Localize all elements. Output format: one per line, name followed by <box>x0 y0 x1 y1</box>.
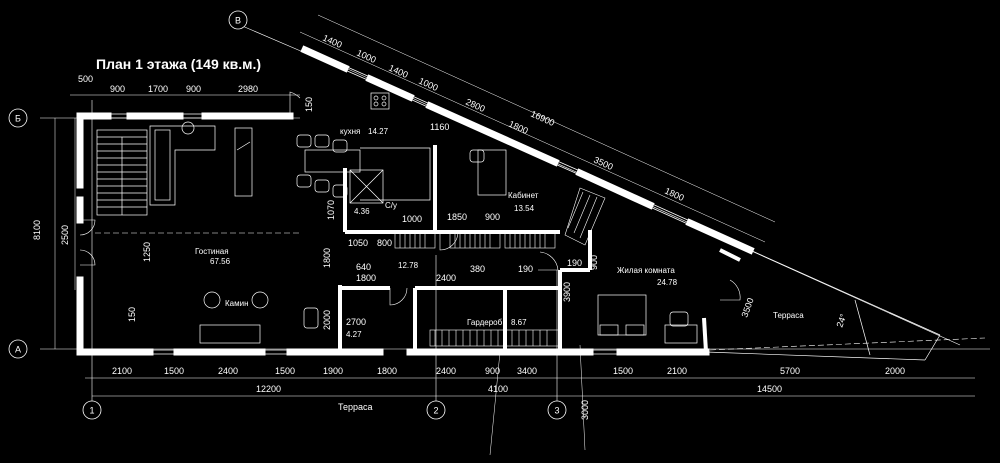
dim-text: 3400 <box>517 366 537 376</box>
room-small-area: 4.27 <box>346 330 362 339</box>
dim-text: 2700 <box>346 317 366 327</box>
dim-text: 16900 <box>529 109 556 128</box>
fireplace-label: Камин <box>225 299 249 308</box>
axis-label-a: А <box>15 345 21 355</box>
dim-text: 3500 <box>739 296 755 318</box>
room-kitchen-area: 14.27 <box>368 127 389 136</box>
axis-bubble-1 <box>82 400 102 420</box>
dim-text: 2000 <box>322 310 332 330</box>
room-living-area: 67.56 <box>210 257 231 266</box>
dim-text: 1500 <box>613 366 633 376</box>
dim-text: 2100 <box>112 366 132 376</box>
dim-text: 1800 <box>377 366 397 376</box>
dim-text: 800 <box>377 238 392 248</box>
axis-bubble-3 <box>547 400 567 420</box>
room-bedroom-area: 24.78 <box>657 278 678 287</box>
doors <box>79 91 741 306</box>
dim-text: 1700 <box>148 84 168 94</box>
windows <box>108 65 691 355</box>
dim-text: 150 <box>304 97 314 112</box>
axis-bubble-2 <box>426 400 446 420</box>
dim-text: 1800 <box>356 273 376 283</box>
room-bath-name: С/у <box>385 201 397 210</box>
dim-text: 900 <box>186 84 201 94</box>
room-cabinet-name: Кабинет <box>508 191 539 200</box>
axis-lines <box>40 24 990 405</box>
dim-text: 1850 <box>447 212 467 222</box>
room-wardrobe-area: 8.67 <box>511 318 527 327</box>
interior-walls <box>338 145 741 353</box>
dim-text: 2500 <box>60 225 70 245</box>
dim-text: 14500 <box>757 384 782 394</box>
dim-text: 4100 <box>488 384 508 394</box>
axis-label-1: 1 <box>89 406 94 416</box>
dim-text: 2400 <box>436 273 456 283</box>
axis-label-v: В <box>235 16 241 26</box>
terrace-outline <box>705 249 941 361</box>
dim-text: 1160 <box>430 122 449 132</box>
center-lines <box>95 232 986 351</box>
dim-text: 1900 <box>323 366 343 376</box>
dim-text: 1400 <box>387 63 409 80</box>
dim-text: 3500 <box>592 155 614 172</box>
dim-text: 12200 <box>256 384 281 394</box>
dim-text: 380 <box>470 264 485 274</box>
axis-bubble-b <box>8 108 28 128</box>
room-hall-area: 12.78 <box>398 261 419 270</box>
axis-label-2: 2 <box>433 406 438 416</box>
dim-text: 1070 <box>326 200 336 220</box>
dim-text: 24° <box>834 312 848 329</box>
axis-label-3: 3 <box>554 406 559 416</box>
room-terrace-name: Терраса <box>773 311 804 320</box>
dim-text: 2400 <box>436 366 456 376</box>
dim-text: 1800 <box>322 248 332 268</box>
dim-text: 3000 <box>580 400 590 420</box>
dim-text: 1500 <box>164 366 184 376</box>
dim-text: 640 <box>356 262 371 272</box>
dim-text: 150 <box>127 307 137 322</box>
dim-text: 1050 <box>348 238 368 248</box>
dim-text: 2400 <box>218 366 238 376</box>
axis-bubble-v <box>228 10 248 30</box>
room-cabinet-area: 13.54 <box>514 204 535 213</box>
dim-text: 1500 <box>275 366 295 376</box>
dim-text: 2000 <box>885 366 905 376</box>
dim-text: 500 <box>78 74 93 84</box>
axis-label-b: Б <box>15 114 21 124</box>
dim-text: 1000 <box>355 48 377 65</box>
room-bedroom-name: Жилая комната <box>617 266 675 275</box>
room-wardrobe-name: Гардероб <box>467 318 503 327</box>
axis-bubble-a <box>8 339 28 359</box>
dim-text: 1000 <box>402 214 422 224</box>
dim-text: 900 <box>485 212 500 222</box>
dim-text: 1250 <box>142 242 152 262</box>
plan-title: План 1 этажа (149 кв.м.) <box>96 56 262 72</box>
dim-text: 190 <box>567 258 582 268</box>
dim-text: 1400 <box>321 33 343 50</box>
dim-text: 1800 <box>663 186 685 203</box>
dim-text: 3900 <box>562 282 572 302</box>
room-living-name: Гостиная <box>195 247 229 256</box>
furniture <box>149 92 698 344</box>
dim-text: 190 <box>518 264 533 274</box>
dim-text: 8100 <box>32 220 42 240</box>
dim-text: 900 <box>589 255 599 270</box>
room-kitchen-name: кухня <box>340 127 360 136</box>
dim-text: 5700 <box>780 366 800 376</box>
dim-text: 900 <box>485 366 500 376</box>
dim-text: 2980 <box>238 84 258 94</box>
hatching <box>394 187 606 347</box>
dim-text: 1800 <box>507 119 529 136</box>
dimension-lines <box>54 14 975 456</box>
dim-text: 2100 <box>667 366 687 376</box>
room-bath-area: 4.36 <box>354 207 370 216</box>
terrace-bottom-label: Терраса <box>338 402 373 412</box>
dim-text: 900 <box>110 84 125 94</box>
dim-text: 1000 <box>417 76 439 93</box>
staircase <box>96 129 148 216</box>
